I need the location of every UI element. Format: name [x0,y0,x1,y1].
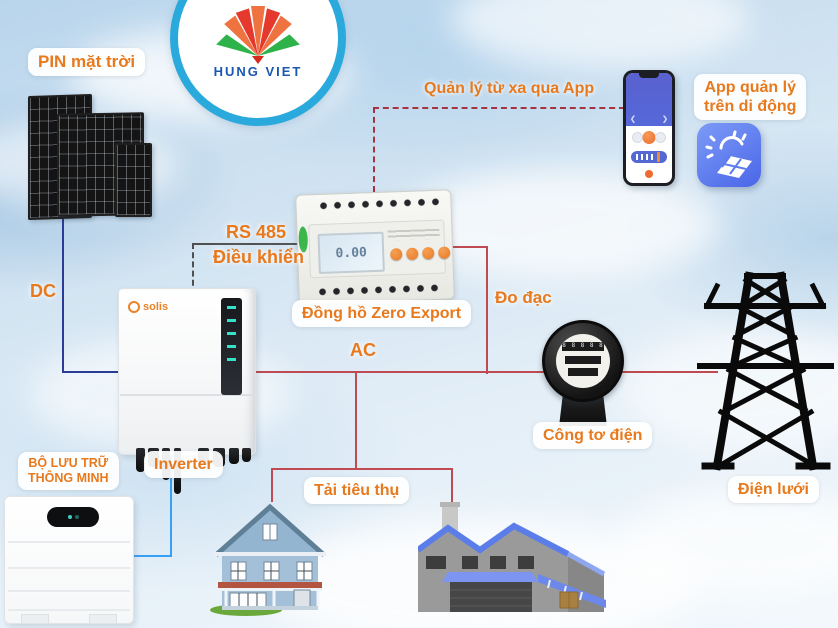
register-window: 8 8 8 8 8 [562,342,604,351]
battery-line-vertical [170,440,172,557]
battery-seam [8,567,130,569]
battery-led-icon [67,515,72,519]
register-window [565,356,601,364]
label-app-line2: trên di động [704,98,797,116]
inverter-brand: solis [128,301,168,313]
meter-lcd: 0.00 [317,231,385,274]
label-solar: PIN mặt trời [28,48,146,77]
dc-line-horizontal [62,371,120,373]
label-grid: Điện lưới [728,476,819,504]
solar-panel [115,143,152,217]
label-storage: BỘ LƯU TRỮ THÔNG MINH [18,452,119,490]
cloud [450,0,750,70]
cloud [620,490,838,600]
label-rs485: RS 485 [226,222,287,242]
label-inverter: Inverter [144,451,223,479]
label-ac: AC [350,340,376,360]
label-storage-line2: THÔNG MINH [28,471,109,485]
inverter-device: solis [118,288,256,494]
app-line-vertical [373,107,375,192]
rs485-line-vertical [192,243,194,295]
house-icon [210,503,326,616]
load-branch-horizontal [271,468,453,470]
label-remote-app: Quản lý từ xa qua App [424,80,595,97]
phone-action-button [645,169,653,178]
rs485-line-horizontal [192,243,308,245]
chevron-right-icon: ❯ [662,115,668,123]
battery-foot [21,614,49,623]
inverter-brand-text: solis [143,301,169,313]
meter-spec-text [387,228,440,241]
phone-chart-widget [631,151,667,164]
label-storage-line1: BỘ LƯU TRỮ [28,456,109,470]
inverter-status-leds [227,306,236,364]
ac-line [252,371,718,373]
meter-button [390,248,403,261]
label-utility-meter: Công tơ điện [533,422,653,450]
phone-screen-header [626,73,672,126]
inverter-connector [136,448,145,472]
label-rs485-sub: Điều khiển [213,247,305,267]
factory-icon [418,502,606,612]
solar-panel-array [24,92,159,222]
phone-screen: ❮ ❯ [626,73,672,183]
utility-meter-device: 8 8 8 8 8 [541,320,625,432]
label-measure: Đo đạc [495,288,552,307]
logo-fan-icon [216,6,300,64]
meter-face: 0.00 [308,219,451,279]
label-dc: DC [30,281,56,301]
meter-button [406,247,419,260]
register-window [568,368,598,376]
inverter-seam [120,394,253,396]
inverter-connector [229,448,239,464]
label-app-line1: App quản lý [704,79,796,96]
sun-panel-icon [705,130,752,178]
load-branch-vertical [355,371,357,470]
phone-button-right [655,132,666,144]
battery-led-icon [74,515,79,519]
transmission-tower-icon [697,271,834,471]
chevron-left-icon: ❮ [630,115,636,123]
solar-app-icon [697,123,761,187]
app-line-horizontal [373,107,625,109]
bar-chart-icon [636,154,654,161]
battery-seam [8,609,130,611]
phone-notch [639,73,659,78]
battery-seam [8,541,130,543]
label-app: App quản lý trên di động [694,74,807,121]
logo-brand-text: HUNG VIET [213,64,303,79]
battery-seam [8,590,130,592]
inverter-display [221,298,242,395]
inverter-brand-icon [128,301,140,313]
highlight-bar-icon [657,152,660,163]
utility-meter-ring: 8 8 8 8 8 [542,320,624,402]
meter-button [422,246,435,260]
load-drop-factory [451,468,453,510]
smartphone: ❮ ❯ [623,70,675,186]
battery-storage-device [4,496,134,624]
label-load: Tải tiêu thụ [304,477,410,505]
phone-button-left [632,132,643,144]
battery-display [47,507,99,527]
battery-foot [89,614,117,623]
measure-line-horizontal [452,246,488,248]
utility-meter-face: 8 8 8 8 8 [556,334,610,388]
phone-button-center [642,130,656,144]
zero-export-meter: 0.00 [295,189,455,305]
dc-line-vertical [62,214,64,373]
meter-lcd-value: 0.00 [335,244,368,261]
inverter-connector [242,448,251,462]
measure-line-vertical [486,246,488,374]
load-drop-house [271,468,273,502]
label-zero-export: Đồng hồ Zero Export [292,300,472,328]
battery-line-horizontal [130,555,172,557]
